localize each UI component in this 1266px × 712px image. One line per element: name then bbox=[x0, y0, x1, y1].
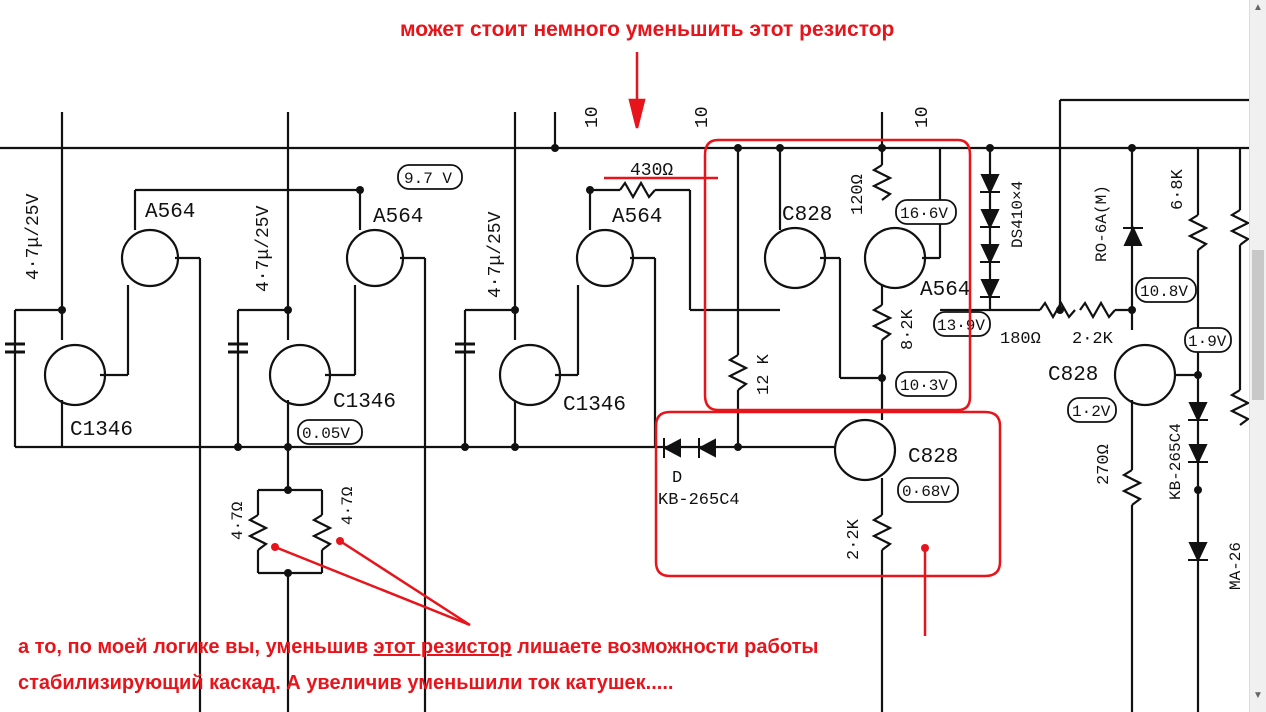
scroll-down-arrow-icon[interactable]: ▼ bbox=[1253, 690, 1263, 701]
diode-d-label: D bbox=[672, 469, 682, 488]
transistor-c1346-3: C1346 bbox=[563, 394, 626, 417]
resistor-120: 120Ω bbox=[849, 174, 868, 215]
voltage-9-7: 9.7 V bbox=[404, 170, 452, 188]
pin-label-1: 10 bbox=[583, 106, 603, 128]
transistor-c1346-1: C1346 bbox=[70, 419, 133, 442]
resistor-180: 180Ω bbox=[1000, 330, 1041, 349]
diode-ro6a-label: RO-6A(M) bbox=[1093, 185, 1111, 262]
resistor-2-2k-lower: 2·2K bbox=[845, 518, 864, 560]
pin-label-3: 10 bbox=[913, 106, 933, 128]
transistor-c828-2: C828 bbox=[908, 446, 958, 469]
scroll-up-arrow-icon[interactable]: ▲ bbox=[1253, 2, 1263, 13]
cap-label-3: 4·7μ/25V bbox=[486, 211, 506, 298]
diode-ma26-label: MA-26 bbox=[1227, 542, 1245, 590]
bottom-annotation-line2: стабилизирующий каскад. А увеличив умень… bbox=[18, 672, 674, 694]
diode-kb-label-1: KB-265C4 bbox=[658, 491, 740, 510]
resistor-4-7-right: 4·7Ω bbox=[339, 486, 357, 525]
voltage-0-68: 0·68V bbox=[902, 483, 950, 501]
transistor-a564-2: A564 bbox=[373, 206, 423, 229]
bottom-annotation-line1-end: лишаете возможности работы bbox=[511, 636, 819, 658]
top-bar bbox=[0, 0, 1250, 8]
cap-label-1: 4·7μ/25V bbox=[24, 193, 44, 280]
voltage-13-9: 13·9V bbox=[937, 317, 985, 335]
pin-label-2: 10 bbox=[693, 106, 713, 128]
underlined-resistor-text: этот резистор bbox=[373, 636, 512, 658]
resistor-6-8k: 6·8K bbox=[1169, 168, 1188, 210]
resistor-430: 430Ω bbox=[630, 161, 673, 181]
scroll-thumb[interactable] bbox=[1252, 250, 1264, 400]
voltage-10-8: 10.8V bbox=[1140, 283, 1188, 301]
transistor-c828-1: C828 bbox=[782, 204, 832, 227]
resistor-12k: 12 K bbox=[755, 353, 774, 395]
resistor-2-2k-right: 2·2K bbox=[1072, 330, 1114, 349]
resistor-270: 270Ω bbox=[1095, 444, 1114, 485]
resistor-4-7-left: 4·7Ω bbox=[229, 501, 247, 540]
diode-kb-label-2: KB-265C4 bbox=[1167, 423, 1185, 500]
voltage-0-05: 0.05V bbox=[302, 425, 350, 443]
vertical-scrollbar[interactable]: ▲ ▼ bbox=[1249, 0, 1266, 712]
voltage-10-3: 10·3V bbox=[900, 377, 948, 395]
resistor-8-2k: 8·2K bbox=[899, 308, 918, 350]
bottom-annotation-line1-start: а то, по моей логике вы, уменьшив bbox=[18, 636, 374, 658]
transistor-c828-3: C828 bbox=[1048, 364, 1098, 387]
top-annotation: может стоит немного уменьшить этот резис… bbox=[400, 18, 895, 41]
diode-ds410-label: DS410×4 bbox=[1009, 181, 1027, 248]
voltage-1-9: 1·9V bbox=[1188, 333, 1227, 351]
transistor-a564-3: A564 bbox=[612, 206, 662, 229]
voltage-1-2: 1·2V bbox=[1072, 403, 1111, 421]
voltage-16-6: 16·6V bbox=[900, 205, 948, 223]
bottom-annotation-line1: а то, по моей логике вы, уменьшив этот р… bbox=[18, 636, 818, 659]
transistor-a564-4: A564 bbox=[920, 279, 970, 302]
transistor-c1346-2: C1346 bbox=[333, 391, 396, 414]
cap-label-2: 4·7μ/25V bbox=[254, 205, 274, 292]
transistor-a564-1: A564 bbox=[145, 201, 195, 224]
